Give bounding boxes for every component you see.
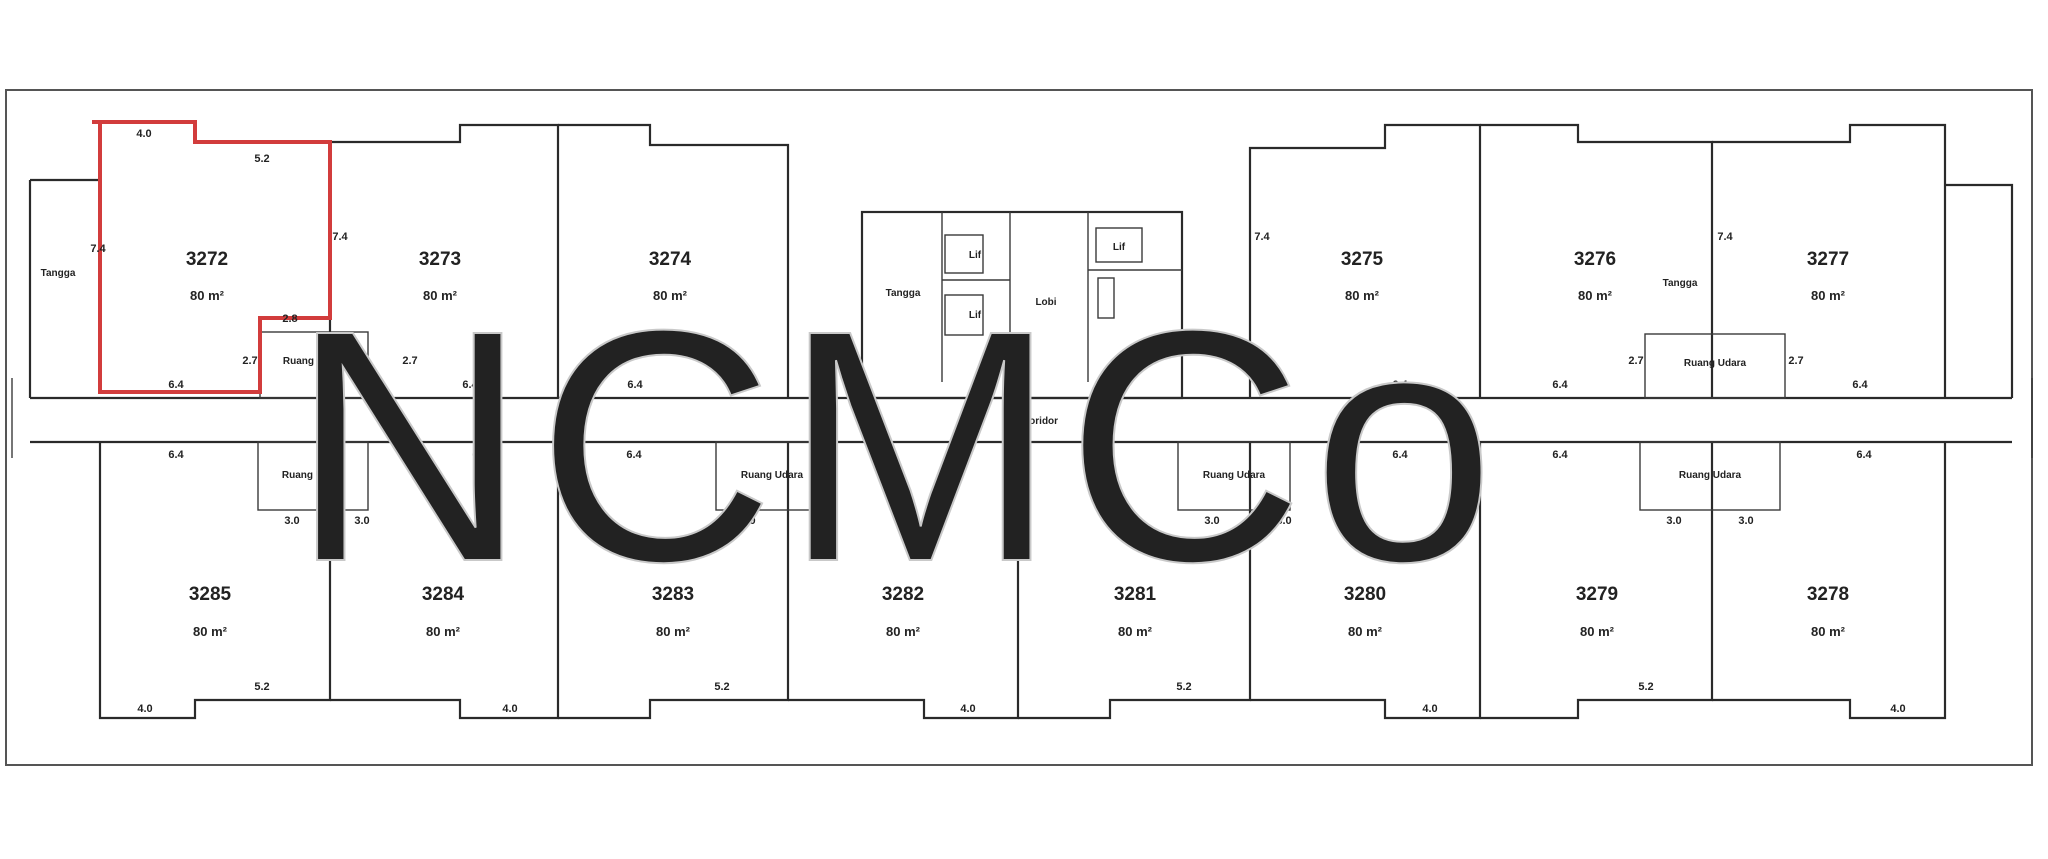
- dim-label: 3.0: [812, 515, 827, 527]
- stair-label: Tangga: [1663, 278, 1698, 289]
- dim-label: 6.4: [462, 379, 478, 391]
- corridor-label: Koridor: [1022, 416, 1058, 427]
- unit-3274-number: 3274: [649, 249, 692, 270]
- unit-3272-area: 80 m²: [190, 288, 225, 303]
- dim-label: 2.7: [242, 355, 257, 367]
- dim-label: 6.4: [1552, 449, 1568, 461]
- dim-label: 3.0: [1276, 515, 1291, 527]
- unit-3277-area: 80 m²: [1811, 288, 1846, 303]
- dim-label: 6.4: [627, 379, 643, 391]
- dim-label: 7.4: [1254, 231, 1270, 243]
- bottom-air-spaces: Ruang Udara Ruang Udara Ruang Udara Ruan…: [257, 441, 1781, 511]
- unit-3285-area: 80 m²: [193, 624, 228, 639]
- dim-label: 7.4: [90, 243, 106, 255]
- dim-label: 4.0: [137, 703, 152, 715]
- air-space-label: Ruang Udara: [741, 470, 804, 481]
- unit-3283-number: 3283: [652, 584, 694, 605]
- unit-3281-number: 3281: [1114, 584, 1157, 605]
- dim-label: 4.0: [960, 703, 975, 715]
- elevator-label: Lif: [1113, 242, 1126, 253]
- dim-label: 6.4: [1392, 379, 1408, 391]
- unit-3280-number: 3280: [1344, 584, 1386, 605]
- dim-label: 3.0: [1666, 515, 1681, 527]
- air-space-label: Ruang Udara: [283, 356, 346, 367]
- dimension-labels: 4.0 5.2 6.4 2.8 6.4 6.4 6.4 6.4 6.4 6.4 …: [90, 128, 1905, 715]
- dim-label: 3.0: [284, 515, 299, 527]
- dim-label: 4.0: [1422, 703, 1437, 715]
- watermark: NCMCo: [290, 261, 1503, 630]
- dim-label: 3.0: [354, 515, 369, 527]
- bottom-unit-labels: 3285 80 m² 3284 80 m² 3283 80 m² 3282 80…: [189, 584, 1849, 639]
- unit-3272-number: 3272: [186, 249, 228, 270]
- dim-label: 3.0: [1738, 515, 1753, 527]
- dim-label: 5.2: [714, 681, 729, 693]
- dim-label: 4.0: [502, 703, 517, 715]
- unit-3279-area: 80 m²: [1580, 624, 1615, 639]
- lobby-label: Lobi: [1035, 297, 1056, 308]
- dim-label: 2.7: [1628, 355, 1643, 367]
- core-labels: Tangga Tangga Tangga Lif Lif Lobi Lif: [41, 242, 1698, 321]
- unit-3284-area: 80 m²: [426, 624, 461, 639]
- dim-label: 4.0: [136, 128, 151, 140]
- dim-label: 5.2: [254, 681, 269, 693]
- unit-3273-number: 3273: [419, 249, 461, 270]
- unit-3275-area: 80 m²: [1345, 288, 1380, 303]
- unit-3275-number: 3275: [1341, 249, 1384, 270]
- unit-3279-number: 3279: [1576, 584, 1618, 605]
- elevator-label: Lif: [969, 250, 982, 261]
- dim-label: 6.4: [1392, 449, 1408, 461]
- unit-3285-number: 3285: [189, 584, 232, 605]
- stair-label: Tangga: [886, 288, 921, 299]
- dim-label: 2.7: [1788, 355, 1803, 367]
- unit-3282-area: 80 m²: [886, 624, 921, 639]
- unit-3276-number: 3276: [1574, 249, 1616, 270]
- elevator-label: Lif: [969, 310, 982, 321]
- air-space-label: Ruang Udara: [282, 470, 345, 481]
- dim-label: 3.0: [1204, 515, 1219, 527]
- unit-3274-area: 80 m²: [653, 288, 688, 303]
- unit-3282-number: 3282: [882, 584, 924, 605]
- dim-label: 7.4: [1717, 231, 1733, 243]
- dim-label: 7.4: [332, 231, 348, 243]
- dim-label: 2.8: [282, 313, 297, 325]
- dim-label: 6.4: [626, 449, 642, 461]
- unit-3281-area: 80 m²: [1118, 624, 1153, 639]
- dim-label: 5.2: [1176, 681, 1191, 693]
- unit-3280-area: 80 m²: [1348, 624, 1383, 639]
- dim-label: 5.2: [254, 153, 269, 165]
- top-unit-labels: 3272 80 m² 3273 80 m² 3274 80 m² 3275 80…: [186, 249, 1849, 303]
- unit-3277-number: 3277: [1807, 249, 1849, 270]
- unit-3276-area: 80 m²: [1578, 288, 1613, 303]
- air-space-label: Ruang Udara: [1684, 358, 1747, 369]
- dim-label: 6.4: [472, 449, 488, 461]
- dim-label: 2.7: [402, 355, 417, 367]
- unit-3283-area: 80 m²: [656, 624, 691, 639]
- air-space-label: Ruang Udara: [1679, 470, 1742, 481]
- dim-label: 6.4: [168, 449, 184, 461]
- dim-label: 4.0: [1890, 703, 1905, 715]
- dim-label: 6.4: [1852, 379, 1868, 391]
- unit-3278-number: 3278: [1807, 584, 1849, 605]
- dim-label: 5.2: [1638, 681, 1653, 693]
- highlight-unit-3272: [92, 120, 332, 394]
- dim-label: 6.4: [1856, 449, 1872, 461]
- stair-label: Tangga: [41, 268, 76, 279]
- top-row-walls: [28, 120, 2014, 400]
- dim-label: 6.4: [1552, 379, 1568, 391]
- air-space-label: Ruang Udara: [1203, 470, 1266, 481]
- unit-3273-area: 80 m²: [423, 288, 458, 303]
- dim-label: 6.4: [168, 379, 184, 391]
- bottom-row-walls: [98, 442, 1947, 720]
- unit-3278-area: 80 m²: [1811, 624, 1846, 639]
- unit-3284-number: 3284: [422, 584, 465, 605]
- dim-label: 3.0: [740, 515, 755, 527]
